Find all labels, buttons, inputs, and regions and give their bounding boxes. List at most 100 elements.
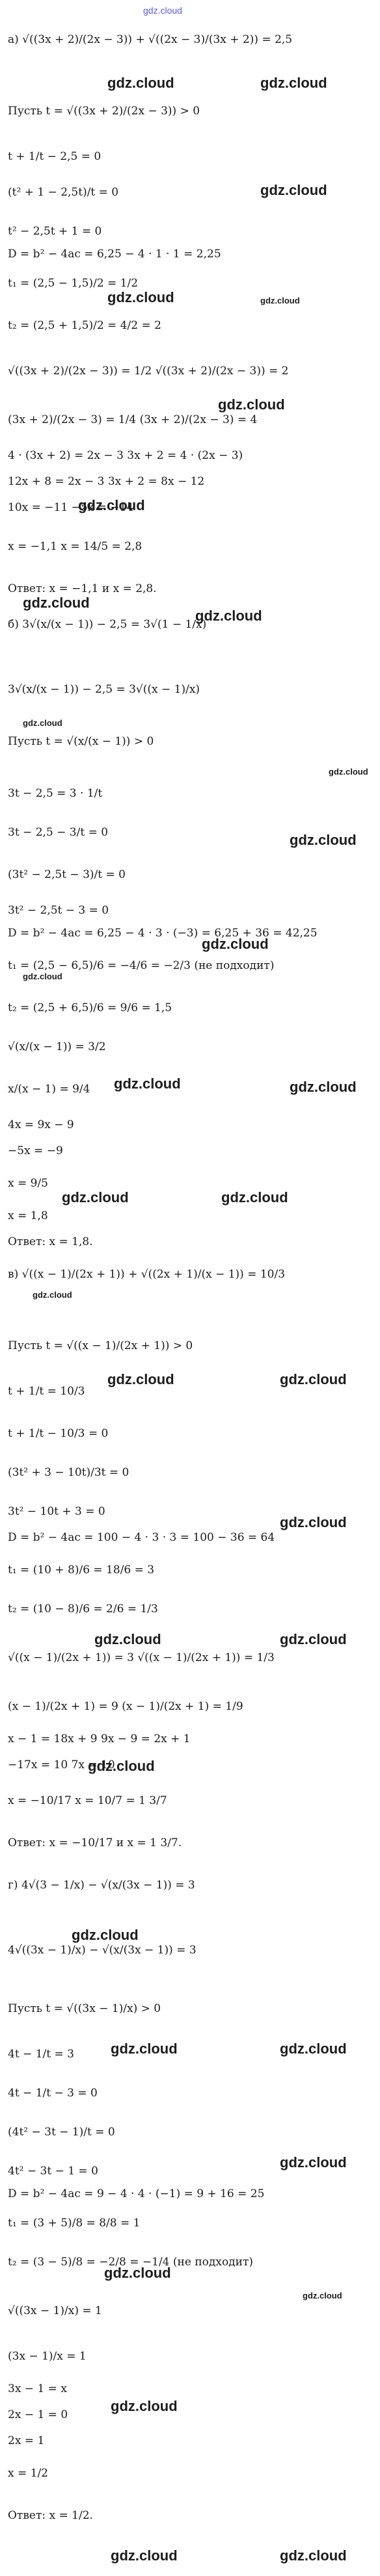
solution-line: 3t − 2,5 = 3 · 1/t bbox=[8, 787, 103, 800]
solution-line: t₁ = (3 + 5)/8 = 8/8 = 1 bbox=[8, 2217, 141, 2230]
solution-line: 3x − 1 = x bbox=[8, 2382, 67, 2395]
solution-line: 10x = −11 −5x = −14 bbox=[8, 501, 134, 514]
watermark: gdz.cloud bbox=[23, 718, 62, 728]
solution-line: (t² + 1 − 2,5t)/t = 0 bbox=[8, 186, 119, 199]
solution-line: t₂ = (10 − 8)/6 = 2/6 = 1/3 bbox=[8, 1603, 158, 1616]
solution-line: 4 · (3x + 2) = 2x − 3 3x + 2 = 4 · (2x −… bbox=[8, 449, 243, 462]
watermark: gdz.cloud bbox=[111, 2398, 178, 2414]
solution-line: Пусть t = √(x/(x − 1)) > 0 bbox=[8, 735, 154, 748]
solution-line: (3t² + 3 − 10t)/3t = 0 bbox=[8, 1466, 129, 1479]
watermark: gdz.cloud bbox=[107, 75, 174, 91]
solution-line: −17x = 10 7x = 10 bbox=[8, 1758, 115, 1771]
solution-line: 4t² − 3t − 1 = 0 bbox=[8, 2165, 98, 2178]
solution-line: t + 1/t = 10/3 bbox=[8, 1385, 85, 1398]
watermark: gdz.cloud bbox=[280, 1631, 347, 1647]
solution-line: Пусть t = √((3x − 1)/x) > 0 bbox=[8, 2002, 161, 2015]
solution-line: x = −1,1 x = 14/5 = 2,8 bbox=[8, 540, 142, 553]
solution-line: 4t − 1/t − 3 = 0 bbox=[8, 2087, 98, 2100]
watermark: gdz.cloud bbox=[290, 832, 357, 848]
solution-line: D = b² − 4ac = 100 − 4 · 3 · 3 = 100 − 3… bbox=[8, 1531, 275, 1544]
solution-line: t₁ = (2,5 − 6,5)/6 = −4/6 = −2/3 (не под… bbox=[8, 959, 275, 972]
solution-line: 3t − 2,5 − 3/t = 0 bbox=[8, 826, 109, 839]
solution-line: б) 3√(x/(x − 1)) − 2,5 = 3√(1 − 1/x) bbox=[8, 618, 207, 631]
watermark: gdz.cloud bbox=[62, 1189, 129, 1205]
solution-line: 3√(x/(x − 1)) − 2,5 = 3√((x − 1)/x) bbox=[8, 683, 200, 696]
watermark: gdz.cloud bbox=[111, 2547, 178, 2564]
solution-line: (3t² − 2,5t − 3)/t = 0 bbox=[8, 868, 126, 881]
solution-line: (3x − 1)/x = 1 bbox=[8, 2350, 87, 2363]
solution-line: 4√((3x − 1)/x) − √(x/(3x − 1)) = 3 bbox=[8, 1944, 197, 1957]
watermark: gdz.cloud bbox=[260, 75, 327, 91]
solution-line: 12x + 8 = 2x − 3 3x + 2 = 8x − 12 bbox=[8, 475, 205, 488]
watermark: gdz.cloud bbox=[218, 396, 285, 413]
solution-line: −5x = −9 bbox=[8, 1144, 63, 1157]
solution-line: Ответ: x = −1,1 и x = 2,8. bbox=[8, 582, 157, 595]
solution-line: x/(x − 1) = 9/4 bbox=[8, 1083, 90, 1096]
watermark: gdz.cloud bbox=[280, 1371, 347, 1387]
watermark: gdz.cloud bbox=[94, 1631, 161, 1647]
solution-line: 2x − 1 = 0 bbox=[8, 2408, 68, 2421]
solution-line: x = 9/5 bbox=[8, 1177, 48, 1190]
solution-line: D = b² − 4ac = 9 − 4 · 4 · (−1) = 9 + 16… bbox=[8, 2187, 265, 2200]
solution-line: x − 1 = 18x + 9 9x − 9 = 2x + 1 bbox=[8, 1732, 191, 1745]
watermark: gdz.cloud bbox=[221, 1189, 288, 1205]
watermark: gdz.cloud bbox=[114, 1075, 181, 1092]
watermark: gdz.cloud bbox=[303, 2291, 342, 2300]
solution-line: Ответ: x = −10/17 и x = 1 3/7. bbox=[8, 1836, 182, 1849]
solution-line: x = 1/2 bbox=[8, 2467, 48, 2480]
watermark: gdz.cloud bbox=[72, 1927, 139, 1943]
solution-line: 3t² − 2,5t − 3 = 0 bbox=[8, 904, 109, 917]
solution-line: D = b² − 4ac = 6,25 − 4 · 3 · (−3) = 6,2… bbox=[8, 927, 318, 940]
watermark: gdz.cloud bbox=[280, 2154, 347, 2170]
solution-line: 3t² − 10t + 3 = 0 bbox=[8, 1505, 105, 1518]
watermark: gdz.cloud bbox=[107, 289, 174, 305]
solution-line: x = 1,8 bbox=[8, 1209, 48, 1222]
solution-line: а) √((3x + 2)/(2x − 3)) + √((2x − 3)/(3x… bbox=[8, 33, 293, 46]
watermark: gdz.cloud bbox=[78, 497, 145, 513]
solution-line: t + 1/t − 10/3 = 0 bbox=[8, 1427, 109, 1440]
watermark: gdz.cloud bbox=[260, 296, 300, 305]
watermark: gdz.cloud bbox=[104, 2265, 171, 2281]
solution-line: (3x + 2)/(2x − 3) = 1/4 (3x + 2)/(2x − 3… bbox=[8, 413, 258, 426]
solution-line: √((3x + 2)/(2x − 3)) = 1/2 √((3x + 2)/(2… bbox=[8, 365, 289, 378]
solution-line: t₂ = (3 − 5)/8 = −2/8 = −1/4 (не подходи… bbox=[8, 2256, 254, 2269]
solution-line: 4t − 1/t = 3 bbox=[8, 2048, 74, 2061]
solution-line: √((x − 1)/(2x + 1)) = 3 √((x − 1)/(2x + … bbox=[8, 1651, 275, 1664]
watermark: gdz.cloud bbox=[195, 608, 262, 624]
watermark: gdz.cloud bbox=[290, 1079, 357, 1095]
watermark: gdz.cloud bbox=[143, 5, 182, 16]
solution-line: x = −10/17 x = 10/7 = 1 3/7 bbox=[8, 1794, 167, 1807]
watermark: gdz.cloud bbox=[23, 595, 90, 611]
solution-line: (4t² − 3t − 1)/t = 0 bbox=[8, 2126, 115, 2139]
watermark: gdz.cloud bbox=[23, 972, 62, 981]
solution-line: Ответ: x = 1/2. bbox=[8, 2509, 93, 2522]
solution-line: √((3x − 1)/x) = 1 bbox=[8, 2304, 102, 2317]
solution-line: (x − 1)/(2x + 1) = 9 (x − 1)/(2x + 1) = … bbox=[8, 1700, 243, 1713]
watermark: gdz.cloud bbox=[33, 1290, 72, 1300]
solution-line: t₁ = (2,5 − 1,5)/2 = 1/2 bbox=[8, 277, 139, 290]
watermark: gdz.cloud bbox=[88, 1758, 155, 1774]
watermark: gdz.cloud bbox=[280, 2041, 347, 2057]
solution-line: √(x/(x − 1)) = 3/2 bbox=[8, 1040, 106, 1053]
solution-line: Пусть t = √((x − 1)/(2x + 1)) > 0 bbox=[8, 1339, 193, 1352]
watermark: gdz.cloud bbox=[260, 182, 327, 198]
watermark: gdz.cloud bbox=[107, 1371, 174, 1387]
solution-line: 2x = 1 bbox=[8, 2434, 45, 2447]
solution-line: t₂ = (2,5 + 6,5)/6 = 9/6 = 1,5 bbox=[8, 1001, 172, 1014]
solution-line: Ответ: x = 1,8. bbox=[8, 1235, 93, 1248]
watermark: gdz.cloud bbox=[111, 2041, 178, 2057]
solution-line: t + 1/t − 2,5 = 0 bbox=[8, 150, 102, 163]
solution-line: t₂ = (2,5 + 1,5)/2 = 4/2 = 2 bbox=[8, 319, 161, 332]
watermark: gdz.cloud bbox=[202, 936, 269, 952]
solution-line: 4x = 9x − 9 bbox=[8, 1118, 74, 1131]
watermark: gdz.cloud bbox=[280, 1514, 347, 1530]
solution-line: в) √((x − 1)/(2x + 1)) + √((2x + 1)/(x −… bbox=[8, 1268, 286, 1281]
solution-line: t² − 2,5t + 1 = 0 bbox=[8, 225, 102, 238]
watermark: gdz.cloud bbox=[329, 767, 368, 777]
solution-line: t₁ = (10 + 8)/6 = 18/6 = 3 bbox=[8, 1564, 155, 1577]
solution-line: г) 4√(3 − 1/x) − √(x/(3x − 1)) = 3 bbox=[8, 1879, 195, 1892]
watermark: gdz.cloud bbox=[280, 2547, 347, 2564]
solution-line: Пусть t = √((3x + 2)/(2x − 3)) > 0 bbox=[8, 105, 200, 118]
solution-line: D = b² − 4ac = 6,25 − 4 · 1 · 1 = 2,25 bbox=[8, 248, 221, 261]
